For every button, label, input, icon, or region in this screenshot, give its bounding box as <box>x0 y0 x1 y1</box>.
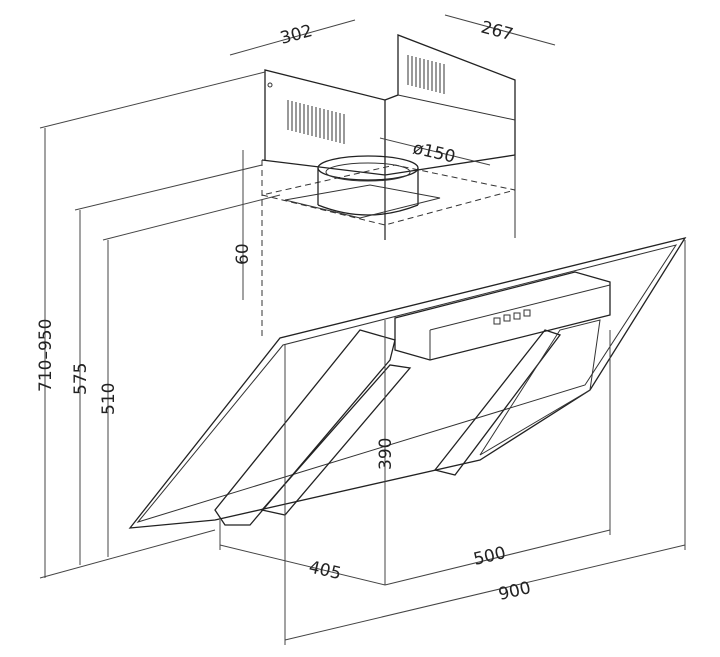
dim-390: 390 <box>376 438 396 470</box>
dim-710-950: 710–950 <box>36 319 56 392</box>
vent-slots-right <box>407 55 445 94</box>
control-buttons[interactable] <box>493 309 531 325</box>
dim-267: 267 <box>479 18 516 46</box>
upper-chimney <box>264 34 516 240</box>
dim-510: 510 <box>99 383 119 415</box>
dim-900: 900 <box>497 578 533 605</box>
dim-60: 60 <box>233 243 253 265</box>
dim-405: 405 <box>307 557 343 584</box>
dim-duct-diameter: ø150 <box>411 138 457 167</box>
duct-collar <box>284 155 441 219</box>
vent-slots-left <box>287 100 345 144</box>
lower-chimney <box>261 154 516 340</box>
dim-575: 575 <box>71 363 91 395</box>
dimension-lines <box>39 14 686 645</box>
hood-body <box>214 271 611 526</box>
dim-302: 302 <box>278 21 315 49</box>
glass-panel <box>128 236 687 529</box>
dim-500: 500 <box>472 543 508 570</box>
